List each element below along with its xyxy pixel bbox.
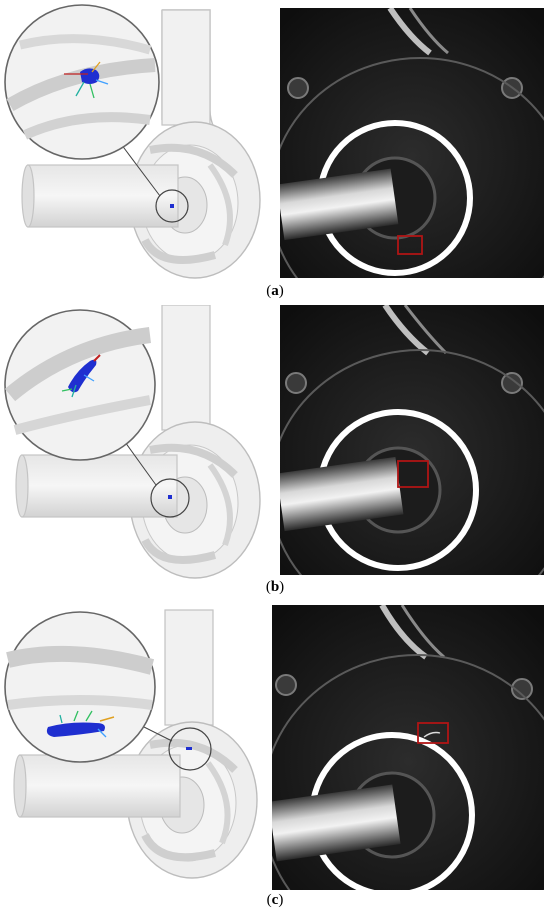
particle-marker-a bbox=[170, 204, 174, 208]
experiment-photo-b bbox=[280, 305, 544, 575]
panel-c: (c) bbox=[0, 605, 550, 918]
experiment-photo-c bbox=[272, 605, 544, 890]
panel-a: (a) bbox=[0, 0, 550, 305]
highlight-box-c bbox=[417, 722, 449, 744]
experiment-photo-a bbox=[280, 8, 544, 278]
particle-cluster-c bbox=[46, 710, 115, 738]
particle-cluster-a bbox=[64, 61, 109, 99]
particle-cluster-b bbox=[61, 354, 101, 398]
simulation-view-b bbox=[4, 305, 261, 579]
caption-c: (c) bbox=[266, 892, 284, 908]
particle-marker-b bbox=[168, 495, 172, 499]
highlight-box-b bbox=[397, 460, 429, 488]
caption-b: (b) bbox=[265, 579, 285, 595]
caption-a: (a) bbox=[266, 283, 284, 299]
highlight-box-a bbox=[397, 235, 423, 255]
panel-b: (b) bbox=[0, 305, 550, 605]
simulation-view-c bbox=[4, 609, 258, 879]
particle-marker-c bbox=[186, 747, 192, 750]
simulation-view-a bbox=[4, 4, 261, 279]
